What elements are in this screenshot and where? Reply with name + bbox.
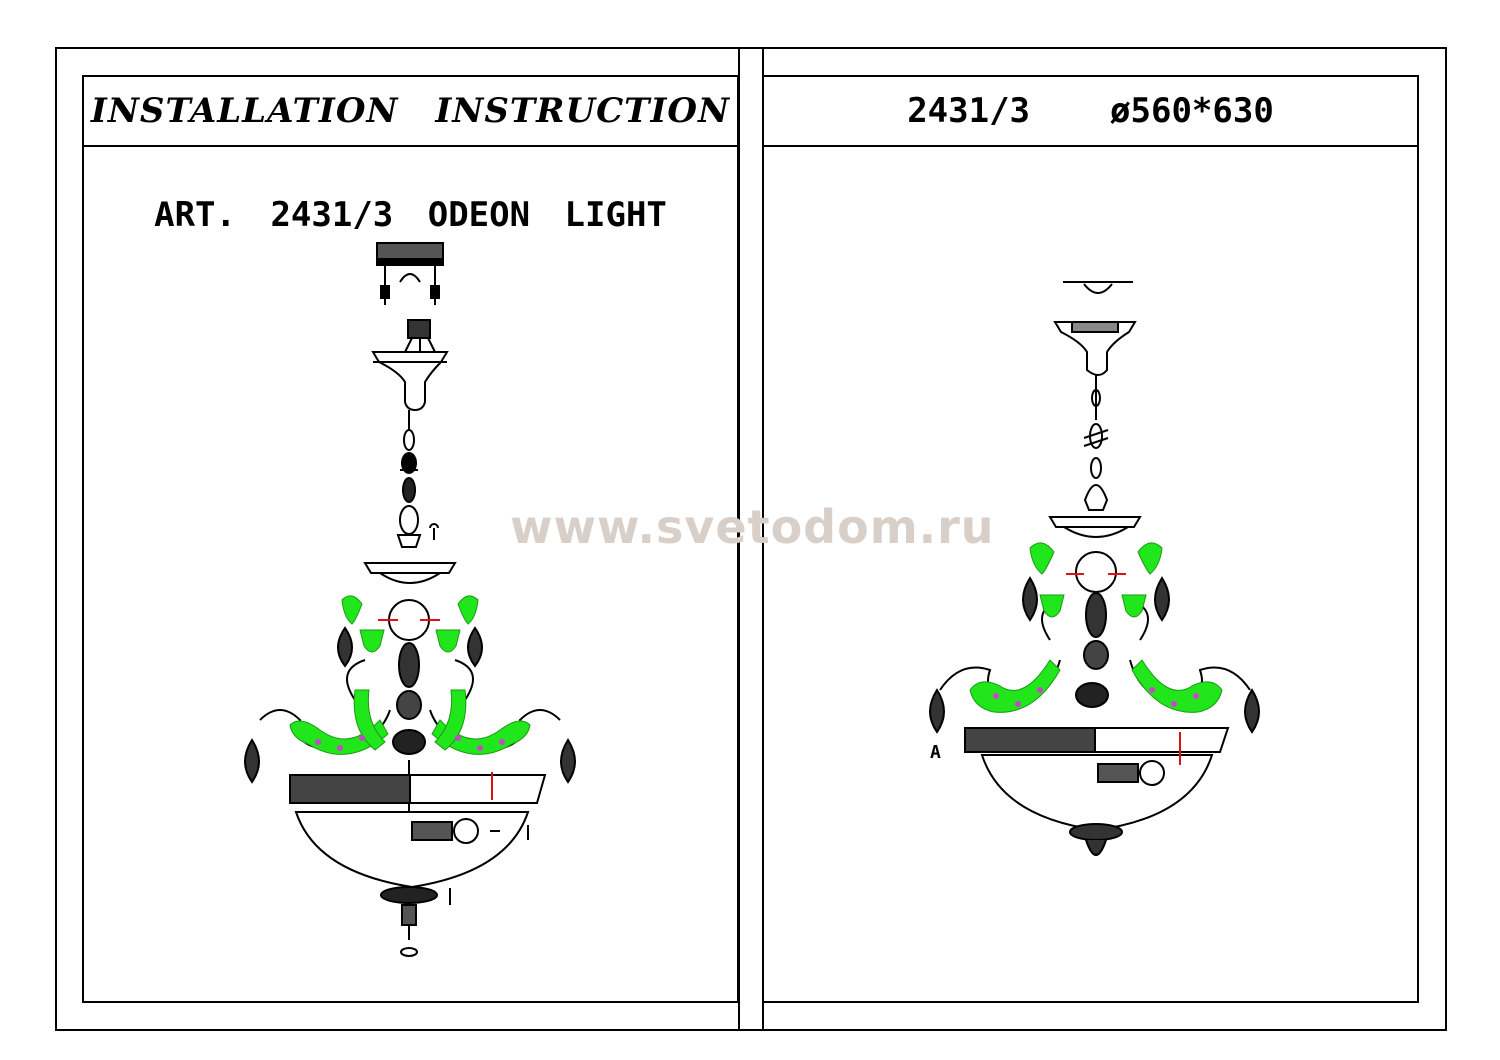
leaf-band xyxy=(289,774,547,804)
body-top-plate-assembled xyxy=(1048,516,1142,538)
chain-assembled xyxy=(1083,375,1109,511)
left-arm-accent-upper-assembled xyxy=(1029,542,1055,575)
right-arm-accent-upper-assembled xyxy=(1137,542,1163,575)
outer-frame xyxy=(55,47,1447,1031)
callout-label-a: A xyxy=(930,742,941,763)
bulb-socket xyxy=(411,818,529,844)
installation-header: INSTALLATION INSTRUCTION xyxy=(84,77,737,147)
crystal-drops xyxy=(244,626,576,784)
watermark: www.svetodom.ru xyxy=(510,500,995,554)
bottom-finial-assembled xyxy=(1069,823,1123,856)
model-number: 2431/3 xyxy=(907,91,1031,131)
chain xyxy=(396,410,439,548)
left-arm-vase xyxy=(359,629,385,653)
right-arm-accent-upper xyxy=(457,595,479,625)
body-top-plate xyxy=(363,562,457,584)
ceiling-mount-plate xyxy=(376,242,444,305)
center-column-assembled xyxy=(1075,551,1117,708)
article-line: ART. 2431/3 ODEON LIGHT xyxy=(154,195,667,235)
right-arm-curl xyxy=(434,689,467,751)
left-arm-vase-assembled xyxy=(1039,594,1065,618)
center-column xyxy=(388,599,430,940)
bulb-socket-assembled xyxy=(1097,760,1165,786)
canopy xyxy=(371,351,449,412)
left-arm-accent-lower-assembled xyxy=(969,659,1061,713)
right-arm-accent-lower-assembled xyxy=(1131,659,1223,713)
dimensions-panel: 2431/3 ø560*630 xyxy=(762,75,1419,1003)
installation-title: INSTALLATION INSTRUCTION xyxy=(90,91,731,131)
left-arm-accent-upper xyxy=(341,595,363,625)
installation-panel: INSTALLATION INSTRUCTION ART. 2431/3 ODE… xyxy=(82,75,739,1003)
right-arm-accent-lower xyxy=(431,719,531,755)
panel-divider-left xyxy=(738,47,740,1031)
dimensions-header: 2431/3 ø560*630 xyxy=(764,77,1417,147)
supply-wires xyxy=(401,319,439,359)
bottom-finial xyxy=(380,886,451,957)
right-arm-vase-assembled xyxy=(1121,594,1147,618)
leaf-band-assembled xyxy=(964,727,1230,753)
crystal-drops-assembled xyxy=(929,576,1260,734)
right-arm-vase xyxy=(435,629,461,653)
dimensions-text: ø560*630 xyxy=(1110,91,1274,131)
left-arm-curl xyxy=(353,689,386,751)
canopy-assembled xyxy=(1053,321,1137,376)
ceiling-plate-assembled xyxy=(1063,281,1133,294)
left-arm-accent-lower xyxy=(289,719,389,755)
